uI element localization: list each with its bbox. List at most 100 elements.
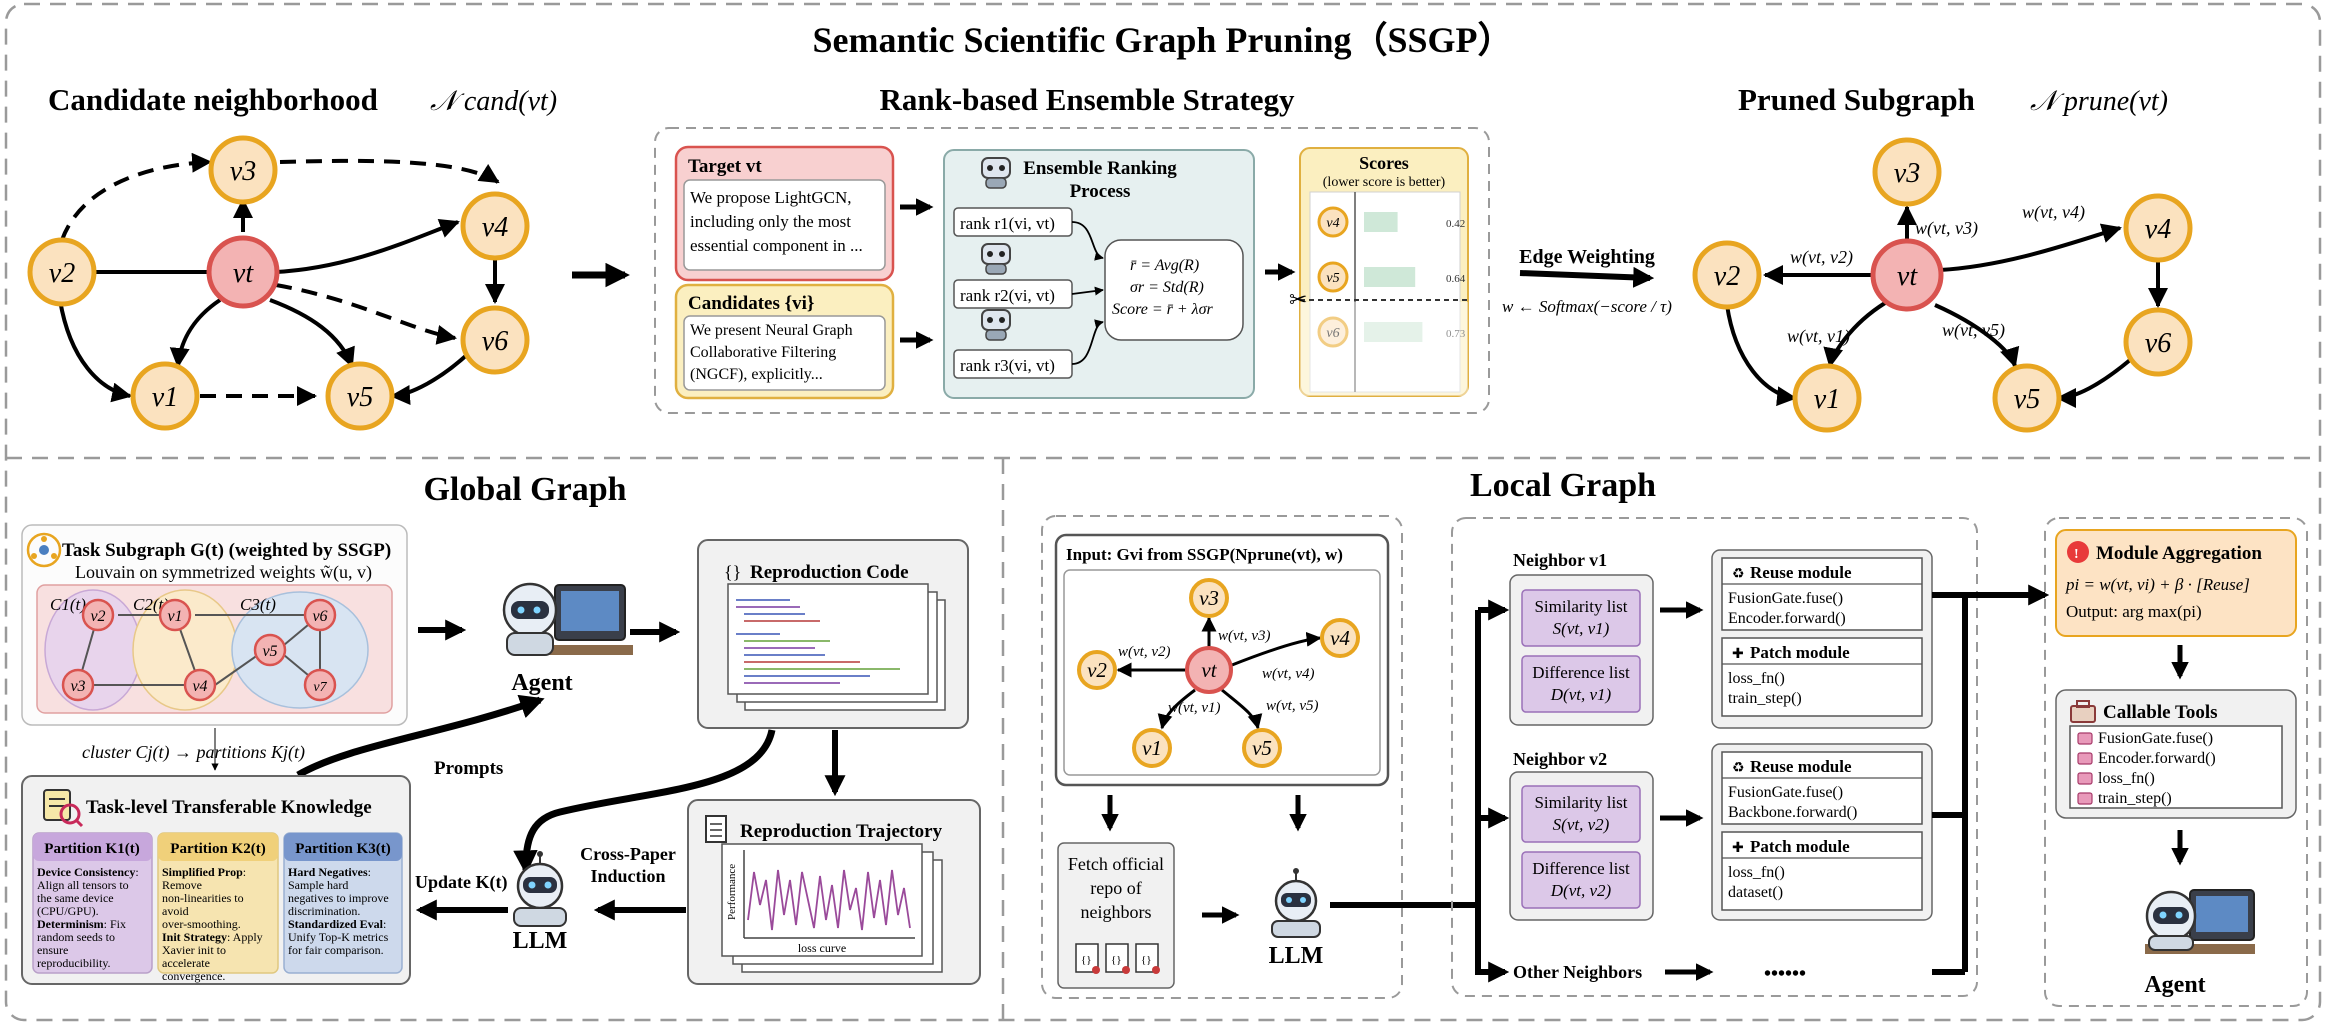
tool-icon <box>2077 772 2093 785</box>
formula-avg: r̄ = Avg(R) <box>1130 257 1199 274</box>
weight-v3: w(vt, v3) <box>1915 218 1978 239</box>
rank-label-1: rank r1(vi, vt) <box>960 214 1055 233</box>
patch-icon-1: ✚ <box>1732 647 1744 662</box>
cnode-v1: v1 <box>167 608 182 625</box>
reuse-1-item-2: Encoder.forward() <box>1728 610 1846 627</box>
difference-list-1-title: Difference list <box>1532 663 1630 682</box>
cnode-v2: v2 <box>90 608 105 625</box>
cross-paper-2: Induction <box>590 866 665 886</box>
score-value: 0.64 <box>1446 273 1466 285</box>
iweight-v1: w(vt, v1) <box>1168 700 1220 716</box>
node-v6: v6 <box>482 326 508 357</box>
rank-label-3: rank r3(vi, vt) <box>960 356 1055 375</box>
ensemble-title: Rank-based Ensemble Strategy <box>879 82 1295 117</box>
edge-weight-labels: w(vt, v2) w(vt, v3) w(vt, v4) w(vt, v1) … <box>1787 202 2085 347</box>
partition-line: Xavier init to <box>162 943 226 957</box>
candidates-text-1: We present Neural Graph <box>690 322 853 339</box>
difference-list-2 <box>1521 851 1641 909</box>
scissors-icon: ✂ <box>1289 287 1307 312</box>
pruned-overlay <box>1300 302 1468 396</box>
edge-weighting-label: Edge Weighting <box>1519 246 1655 268</box>
code-to-llm-arrow <box>513 729 776 875</box>
agent-label: Agent <box>511 670 572 696</box>
pnode-vt: vt <box>1897 261 1918 292</box>
ellipsis: •••••• <box>1764 963 1806 985</box>
plot-page <box>721 843 923 957</box>
partition-line: Init Strategy: Apply <box>162 930 263 944</box>
score-value: 0.42 <box>1446 218 1465 230</box>
similarity-list-2-title: Similarity list <box>1534 793 1627 812</box>
partition-line: Sample hard <box>288 878 348 892</box>
tool-item: loss_fn() <box>2098 770 2155 787</box>
pnode-v2: v2 <box>1714 261 1740 292</box>
partition-line: avoid <box>162 904 189 918</box>
reuse-icon-2: ♻ <box>1732 761 1745 776</box>
candidates-label: Candidates {vi} <box>688 293 814 314</box>
inode-v4: v4 <box>1330 626 1350 650</box>
patch-module-2-title: Patch module <box>1750 837 1850 856</box>
difference-list-2-title: Difference list <box>1532 859 1630 878</box>
candidates-text-3: (NGCF), explicitly... <box>690 366 823 383</box>
modules-bracket <box>1932 592 1968 975</box>
inode-vt: vt <box>1201 658 1217 682</box>
cross-paper-1: Cross-Paper <box>580 844 676 864</box>
agent-icon <box>502 582 633 656</box>
robot-icon <box>981 243 1011 275</box>
cluster-label-3: C3(t) <box>240 595 276 614</box>
target-text-2: including only the most <box>690 212 851 231</box>
difference-list-1-math: D(vt, v1) <box>1550 685 1612 704</box>
task-subgraph-title: Task Subgraph G(t) (weighted by SSGP) <box>62 540 391 561</box>
candidate-nodes: vt v3 v4 v2 v6 v1 v5 <box>27 135 530 431</box>
partition-text: Device Consistency:Align all tensors tot… <box>37 865 389 983</box>
reuse-1-item-1: FusionGate.fuse() <box>1728 590 1843 607</box>
pnode-v6: v6 <box>2145 328 2171 359</box>
global-title: Global Graph <box>423 471 626 508</box>
formula-std: σr = Std(R) <box>1130 279 1204 296</box>
similarity-list-1-title: Similarity list <box>1534 597 1627 616</box>
formula-score: Score = r̄ + λσr <box>1112 301 1213 318</box>
score-node-v4 <box>1317 206 1349 238</box>
cnode-v5: v5 <box>262 643 277 660</box>
iweight-v2: w(vt, v2) <box>1118 644 1170 660</box>
ttk-title: Task-level Transferable Knowledge <box>86 797 372 818</box>
iweight-v5: w(vt, v5) <box>1266 698 1318 714</box>
scores-title: Scores <box>1359 153 1409 173</box>
partition-line: non-linearities to <box>162 891 244 905</box>
outer-frame <box>4 2 2322 1022</box>
weight-v1: w(vt, v1) <box>1787 326 1850 347</box>
candidate-math: 𝒩 cand(vt) <box>430 86 557 117</box>
candidate-graph <box>58 152 505 406</box>
partition-2-title: Partition K2(t) <box>170 841 265 857</box>
aggregation-icon-glyph: ! <box>2074 547 2079 562</box>
document-icon <box>705 815 727 843</box>
toolbox-icon <box>2070 700 2096 723</box>
similarity-list-1 <box>1521 589 1641 647</box>
partition-line: Unify Top-K metrics <box>288 930 389 944</box>
svg-text:{}: {} <box>1141 954 1152 966</box>
local-title: Local Graph <box>1470 467 1656 504</box>
cluster-nodes: v2 v1 v6 v3 v4 v5 v7 <box>61 598 337 702</box>
cnode-v4: v4 <box>192 678 207 695</box>
partition-line: convergence. <box>162 969 225 983</box>
cnode-v7: v7 <box>313 680 327 695</box>
input-graph-nodes: vt v3 v2 v4 v1 v5 <box>1077 578 1360 768</box>
reproduction-code-title: Reproduction Code <box>750 562 909 583</box>
partition-line: for fair comparison. <box>288 943 384 957</box>
reuse-icon-1: ♻ <box>1732 567 1745 582</box>
iweight-v4: w(vt, v4) <box>1262 666 1314 682</box>
llm-icon <box>513 851 567 927</box>
knowledge-icon <box>43 789 84 828</box>
partition-line: negatives to improve <box>288 891 389 905</box>
trajectory-title: Reproduction Trajectory <box>740 821 943 842</box>
partition-line: the same device <box>37 891 114 905</box>
node-vt: vt <box>233 258 254 289</box>
agent-local-label: Agent <box>2144 972 2205 998</box>
louvain-text: Louvain on symmetrized weights w̃(u, v) <box>75 562 372 583</box>
tool-item: FusionGate.fuse() <box>2098 730 2213 747</box>
loss-curve-line <box>747 869 911 931</box>
loss-curve-label: loss curve <box>798 941 846 955</box>
cnode-v6: v6 <box>312 608 327 625</box>
node-v5: v5 <box>347 382 373 413</box>
scores-subtitle: (lower score is better) <box>1323 175 1446 190</box>
reuse-2-item-1: FusionGate.fuse() <box>1728 784 1843 801</box>
